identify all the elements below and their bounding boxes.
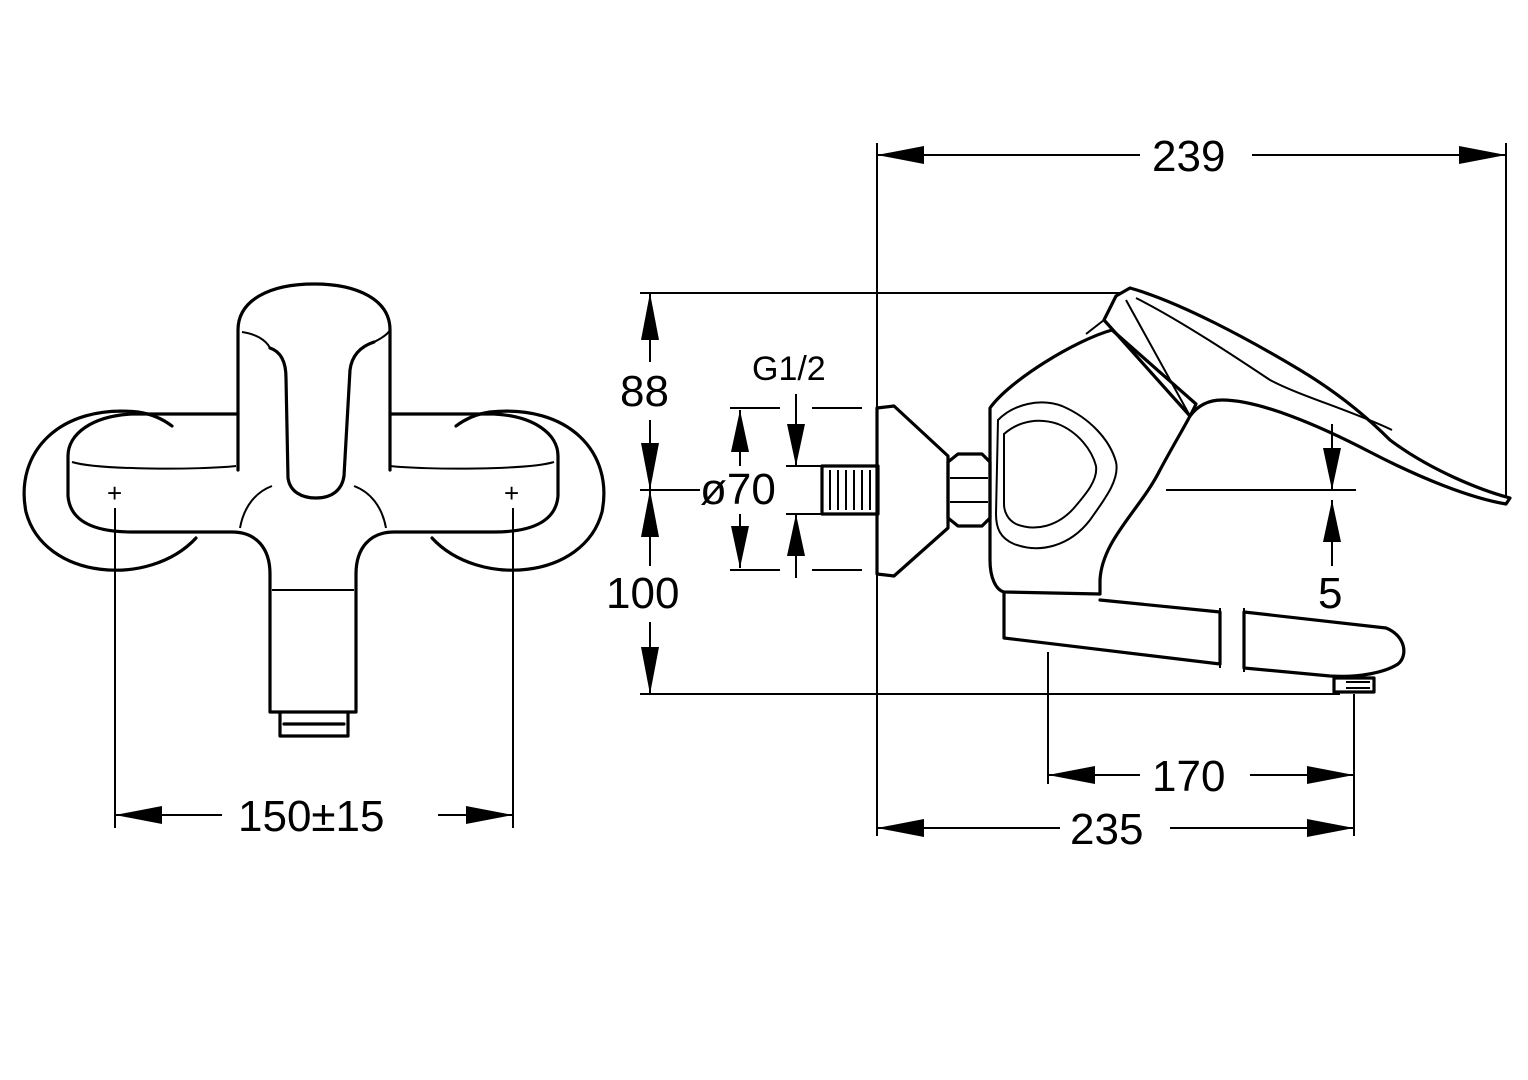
spout-aerator-detail [1346, 681, 1370, 689]
arrow-centers-left [115, 806, 162, 824]
label-70: ø70 [700, 465, 776, 514]
label-thread: G1/2 [752, 350, 826, 388]
label-239: 239 [1152, 132, 1225, 181]
handle-cap [236, 282, 392, 472]
arrow-239-left [877, 146, 924, 164]
label-centers: 150±15 [238, 792, 385, 841]
arrow-centers-right [466, 806, 513, 824]
left-center-mark: + [107, 478, 122, 508]
arrow-170-right [1307, 766, 1354, 784]
arrow-70-top [731, 410, 749, 452]
arrow-thread-bottom [787, 514, 805, 556]
neck-curves [239, 485, 387, 529]
side-body-recess [994, 401, 1118, 550]
arrow-235-left [877, 819, 924, 837]
thread-lines [829, 470, 871, 510]
right-center-mark: + [504, 478, 519, 508]
label-88: 88 [620, 367, 669, 416]
arrow-5-top [1323, 448, 1341, 490]
handle-lever [268, 340, 376, 500]
arrow-170-left [1048, 766, 1095, 784]
aerator [278, 710, 350, 738]
arrow-70-bottom [731, 526, 749, 568]
body-upper-edge [71, 461, 555, 470]
side-view: 239 88 100 ø70 G1/2 [606, 132, 1512, 854]
side-spout [1002, 590, 1406, 678]
side-body-recess-inner [1003, 419, 1098, 529]
side-body [988, 328, 1198, 596]
rosette [875, 404, 950, 578]
spout-aerator [1332, 676, 1376, 694]
arrow-88-bottom [641, 443, 659, 490]
arrow-100-top [641, 490, 659, 537]
handle-lever-inner [241, 329, 391, 349]
side-lever-edge [1135, 297, 1393, 431]
label-170: 170 [1152, 752, 1225, 801]
arrow-5-bottom [1323, 500, 1341, 542]
side-lever-base [1085, 299, 1191, 417]
label-235: 235 [1070, 805, 1143, 854]
arrow-100-bottom [641, 647, 659, 694]
union-nut [946, 452, 992, 528]
mixer-body [66, 412, 560, 714]
arrow-88-top [641, 293, 659, 340]
front-view: + + 150±15 [22, 282, 606, 841]
spout-break [1219, 608, 1245, 672]
arrow-239-right [1459, 146, 1506, 164]
arrow-235-right [1307, 819, 1354, 837]
union-nut-faces [950, 477, 988, 503]
side-lever [1102, 286, 1512, 506]
arrow-thread-top [787, 424, 805, 466]
label-100: 100 [606, 569, 679, 618]
label-5: 5 [1318, 569, 1342, 618]
